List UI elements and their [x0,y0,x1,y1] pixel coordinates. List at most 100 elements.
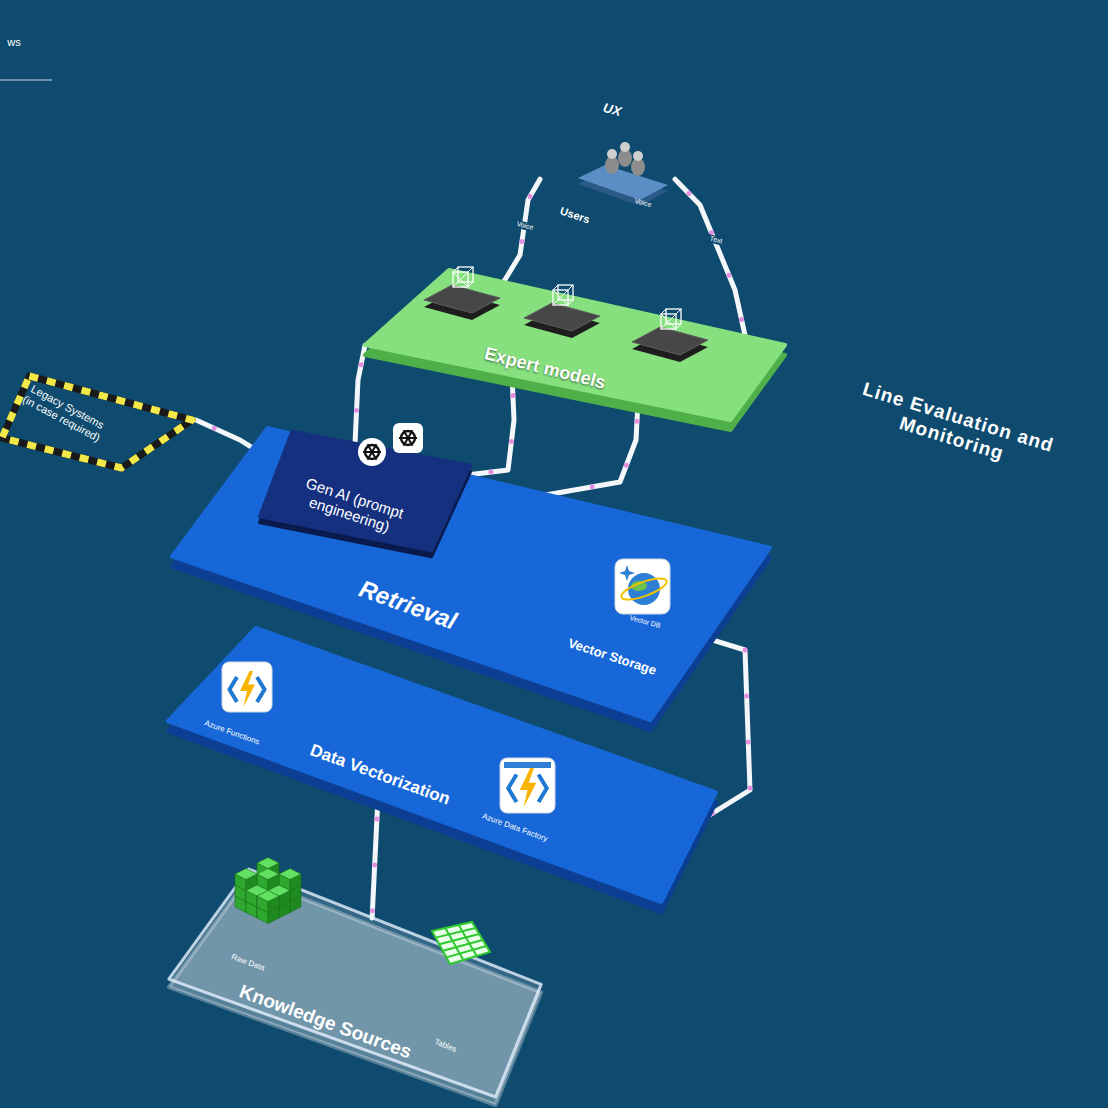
node-shape [550,555,682,690]
dashed-outline [2,376,192,468]
model-chip [524,303,600,331]
connector [504,179,540,282]
logo-knot [404,430,413,446]
user-head [607,149,617,159]
text-holder: Voice [628,199,658,207]
text-holder: Expert models [460,358,630,379]
text-holder: Data Vectorization [280,765,480,785]
wire-edge [568,300,573,305]
tab-label: ws [2,36,26,49]
user-head [620,142,630,152]
text-holder: Azure Functions [192,728,272,737]
cube-face [257,858,279,869]
node-icon [615,559,670,614]
wire-edge [661,324,666,329]
text-holder: Line Evaluation and Monitoring [824,406,1086,450]
wire-cube [558,285,573,300]
side-note: Line Evaluation and Monitoring [823,369,1086,487]
platform-top [168,628,716,902]
logo-tile [393,423,423,453]
node-shape [215,835,325,970]
connector-group [675,179,745,335]
text-holder: Users [545,209,605,222]
platform-top [169,869,541,1097]
wire-edge [453,282,458,287]
connector-dots [504,179,540,282]
connector [467,376,514,475]
wire-edge [468,282,473,287]
node-icon [424,267,708,362]
azure-functions: Azure Functions [195,660,275,744]
knowledge-sources-platform: Knowledge Sources Raw DataTables [165,835,545,1105]
icon-tile [500,758,555,813]
node-label: Users [545,200,606,231]
connector-group [467,376,514,475]
genai-box: Gen AI (prompt engineering) [258,428,472,560]
wire-edge [676,324,681,329]
text-holder: Vector DB [620,618,670,626]
text-holder: ws [2,36,26,49]
connector-dots [372,799,378,918]
icon-bracket [508,775,516,803]
wire-edge [558,285,573,300]
node-icon [578,142,668,206]
text-holder: Retrieval [333,591,483,619]
icon-caption: Tables [422,1032,467,1057]
connector-dots [467,376,514,475]
node-shape [365,270,785,430]
icon-bracket [230,677,238,702]
node-icon [432,922,490,964]
connector-group [355,345,365,445]
icon-tile [615,559,670,614]
node-icon [500,758,555,813]
connector [355,345,365,445]
cube-face [257,891,279,902]
lightning-bolt [240,671,255,707]
wire-cube [666,309,681,324]
wire-edge [661,309,666,314]
platform-top [365,270,785,420]
lightning-bolt [520,768,537,808]
icon-caption: Vector DB [620,612,670,633]
model-chip [424,285,500,313]
cube-face [257,869,279,880]
user-head [633,151,643,161]
edge-label: Text [707,234,725,246]
model-chip [632,327,708,355]
logo-tile [358,438,386,466]
platform-top [260,432,470,550]
wire-edge [458,267,473,282]
expert-models-platform: Expert models [365,270,785,430]
edge-label: Voice [514,219,536,232]
icon-tile [222,662,272,712]
icon-bracket [539,775,547,803]
table-icon [432,922,490,964]
text-holder: Knowledge Sources [223,1011,428,1033]
text-holder: Vector Storage [550,650,674,665]
logo-knot [368,444,377,460]
dashed-outline [2,376,192,468]
legacy-systems-box: Legacy Systems (in case required) [0,372,196,472]
platform-top [172,428,770,720]
tables: Tables [400,915,495,1065]
section-heading: UX [591,98,634,123]
node-icon [235,858,301,924]
node-shape [462,755,578,855]
logo-knot [404,430,413,446]
logo-knot [368,444,377,460]
user-group: UX Users [540,100,675,232]
wire-edge [553,285,558,290]
wire-edge [453,267,458,272]
text-holder: Azure Data Factory [460,823,570,832]
icon-bar [504,762,551,768]
connector [372,799,378,918]
node-shape [165,835,545,1105]
cube-face [279,869,301,880]
text-holder: Tables [423,1041,468,1050]
model-icon [553,285,573,305]
text-holder: UX [592,103,632,118]
raw-data: Raw Data [215,835,325,970]
text-holder: Legacy Systems (in case required) [17,400,112,425]
user-platform [578,165,668,200]
wire-edge [553,300,558,305]
